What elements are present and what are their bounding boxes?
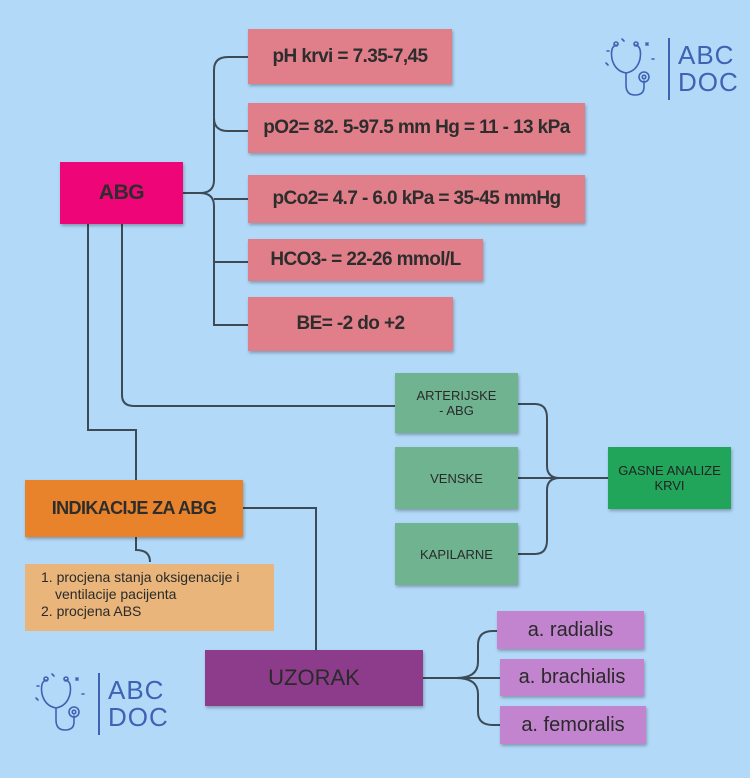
stethoscope-icon bbox=[605, 38, 655, 96]
hco3-node: HCO3- = 22-26 mmol/L bbox=[248, 239, 483, 281]
stethoscope-icon bbox=[35, 673, 85, 731]
gasne-analize-label: GASNE ANALIZE KRVI bbox=[618, 463, 721, 493]
uzorak-node: UZORAK bbox=[205, 650, 423, 706]
be-node: BE= -2 do +2 bbox=[248, 297, 453, 351]
indikacije-list: 1. procjena stanja oksigenacije i ventil… bbox=[25, 564, 274, 631]
site-brachialis-label: a. brachialis bbox=[518, 666, 626, 688]
brand-line2: DOC bbox=[108, 702, 169, 732]
pco2-label: pCo2= 4.7 - 6.0 kPa = 35-45 mmHg bbox=[272, 188, 561, 209]
brand-text: ABC DOC bbox=[108, 677, 169, 731]
brand-logo-bottom: ABC DOC bbox=[34, 672, 169, 736]
gasne-analize-node: GASNE ANALIZE KRVI bbox=[608, 447, 731, 509]
indikacije-item-1: 1. procjena stanja oksigenacije i ventil… bbox=[41, 569, 240, 602]
ph-label: pH krvi = 7.35-7,45 bbox=[272, 45, 429, 67]
indikacije-title: INDIKACIJE ZA ABG bbox=[51, 498, 217, 518]
brand-line2: DOC bbox=[678, 67, 739, 97]
uzorak-label: UZORAK bbox=[268, 665, 360, 690]
hco3-label: HCO3- = 22-26 mmol/L bbox=[270, 249, 461, 270]
brand-line1: ABC bbox=[108, 675, 165, 705]
arterijske-node: ARTERIJSKE - ABG bbox=[395, 373, 518, 433]
kapilarne-node: KAPILARNE bbox=[395, 523, 518, 585]
kapilarne-label: KAPILARNE bbox=[420, 546, 493, 562]
arterijske-label: ARTERIJSKE - ABG bbox=[416, 388, 497, 418]
site-radialis-label: a. radialis bbox=[527, 618, 614, 641]
site-femoralis-label: a. femoralis bbox=[521, 713, 625, 736]
venske-label: VENSKE bbox=[430, 470, 483, 486]
pco2-node: pCo2= 4.7 - 6.0 kPa = 35-45 mmHg bbox=[248, 175, 585, 223]
abg-node: ABG bbox=[60, 162, 183, 224]
po2-label: pO2= 82. 5-97.5 mm Hg = 11 - 13 kPa bbox=[263, 117, 570, 138]
indikacije-item-2: 2. procjena ABS bbox=[41, 603, 142, 619]
site-radialis: a. radialis bbox=[497, 611, 644, 649]
brand-divider bbox=[98, 673, 100, 735]
brand-text: ABC DOC bbox=[678, 42, 739, 96]
site-brachialis: a. brachialis bbox=[500, 659, 644, 696]
brand-line1: ABC bbox=[678, 40, 735, 70]
be-label: BE= -2 do +2 bbox=[296, 313, 406, 334]
ph-node: pH krvi = 7.35-7,45 bbox=[248, 29, 452, 84]
po2-node: pO2= 82. 5-97.5 mm Hg = 11 - 13 kPa bbox=[248, 103, 585, 153]
abg-label: ABG bbox=[98, 181, 145, 204]
site-femoralis: a. femoralis bbox=[500, 706, 646, 744]
indikacije-node: INDIKACIJE ZA ABG bbox=[25, 480, 243, 537]
brand-divider bbox=[668, 38, 670, 100]
venske-node: VENSKE bbox=[395, 447, 518, 509]
brand-logo-top: ABC DOC bbox=[604, 37, 739, 101]
